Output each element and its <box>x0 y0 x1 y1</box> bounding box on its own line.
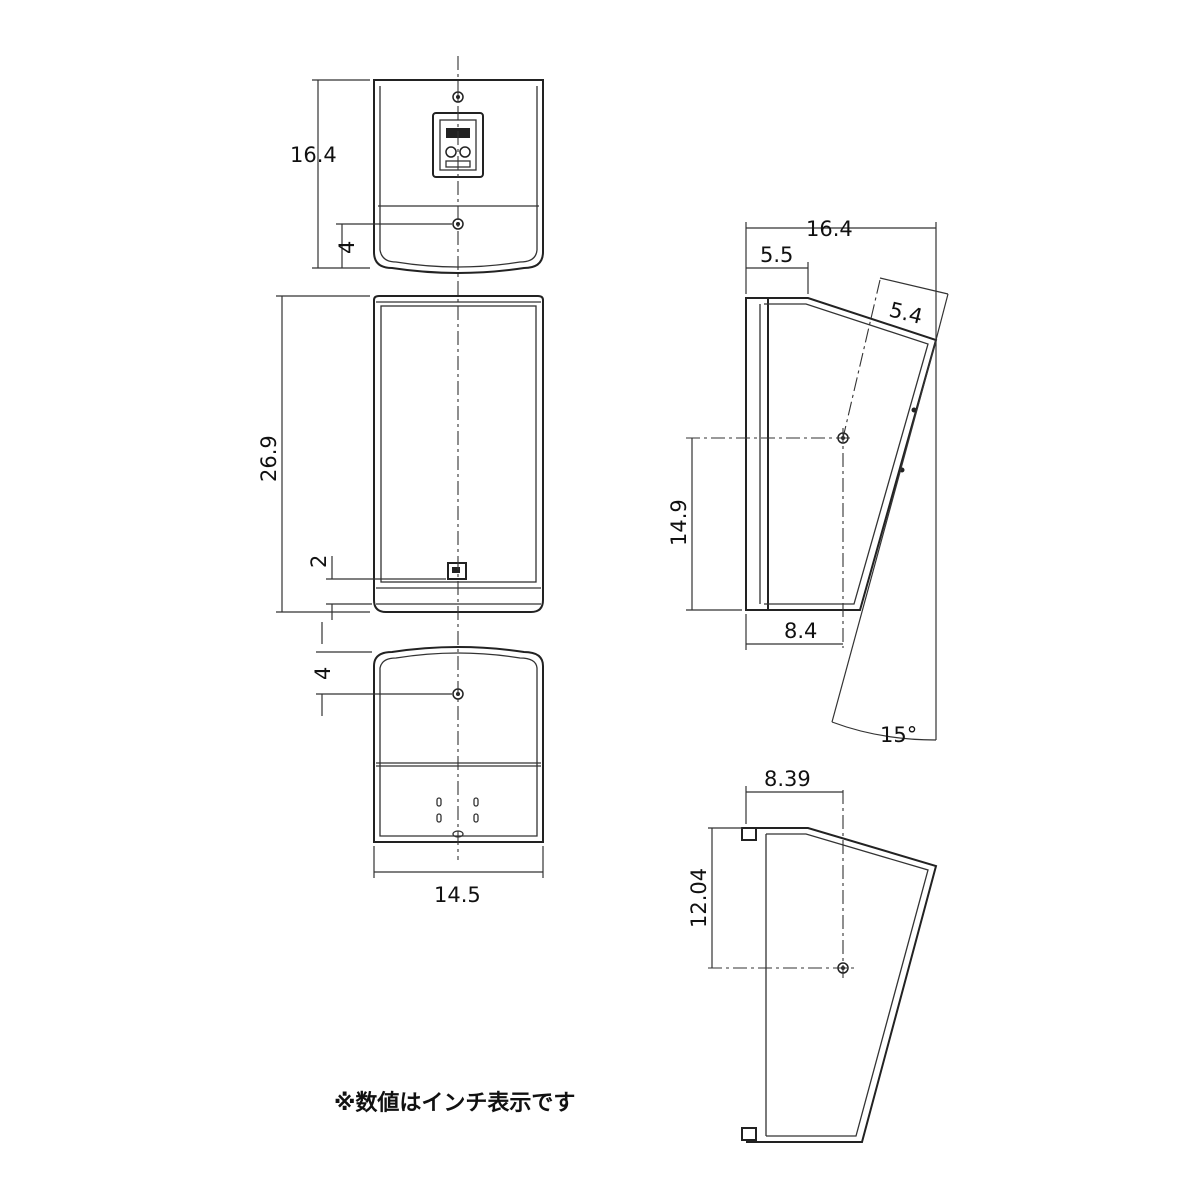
front-view-outline <box>373 295 544 613</box>
dim-bracket-hole-depth: 8.39 <box>764 767 811 791</box>
top-mounting-hole-center <box>456 95 460 99</box>
tilt-angle-line <box>831 339 937 723</box>
side-view-bracket: 16.4 5.5 5.4 14.9 8.4 15° <box>667 217 949 747</box>
bottom-vent-slot <box>473 813 479 823</box>
terminal-post-icon <box>459 146 471 158</box>
bracket-top-tab <box>741 827 757 841</box>
dim-front-height: 26.9 <box>257 435 281 482</box>
dim-side-hole-height: 14.9 <box>667 499 691 546</box>
dim-side-front-depth: 5.5 <box>760 243 793 267</box>
dim-top-view-hole-offset: 4 <box>335 241 359 254</box>
dim-top-view-depth: 16.4 <box>290 143 337 167</box>
dim-side-depth: 16.4 <box>806 217 853 241</box>
dim-side-hole-depth: 8.4 <box>784 619 817 643</box>
dim-side-angle-offset: 5.4 <box>887 298 925 329</box>
bottom-vent-slot <box>436 797 442 807</box>
bottom-vent-slot <box>473 797 479 807</box>
dim-line <box>879 277 949 295</box>
dim-bottom-view-hole-offset: 4 <box>311 667 335 680</box>
dim-bottom-view-width: 14.5 <box>434 883 481 907</box>
top-view-outline <box>373 79 544 274</box>
front-view: 26.9 2 <box>257 295 544 644</box>
dim-line <box>935 293 949 341</box>
terminal-post-icon <box>445 146 457 158</box>
tilt-angle-arc <box>831 721 937 741</box>
side-bracket-outline <box>746 297 938 611</box>
side-speaker-front <box>745 297 769 611</box>
bottom-view-outline <box>373 646 544 843</box>
front-logo-mark-icon <box>452 567 460 573</box>
front-logo-badge <box>447 562 467 580</box>
dim-side-tilt-angle: 15° <box>880 723 917 747</box>
side-bracket-hole <box>911 407 917 413</box>
bottom-view-inner-edge <box>379 652 538 837</box>
pivot-axis-line <box>842 279 881 439</box>
bottom-vent-slot <box>436 813 442 823</box>
dim-front-connector-offset: 2 <box>307 555 331 568</box>
top-view: 16.4 4 <box>290 79 544 274</box>
units-note: ※数値はインチ表示です <box>334 1090 575 1116</box>
bracket-bottom-tab <box>741 1127 757 1141</box>
bracket-inner <box>766 833 929 1137</box>
bottom-view: 4 14.5 <box>311 646 544 907</box>
side-bracket-inner <box>764 303 929 605</box>
dim-bracket-hole-height: 12.04 <box>687 868 711 928</box>
bracket-outline <box>746 827 938 1143</box>
bracket-view: 8.39 12.04 <box>687 767 938 1143</box>
